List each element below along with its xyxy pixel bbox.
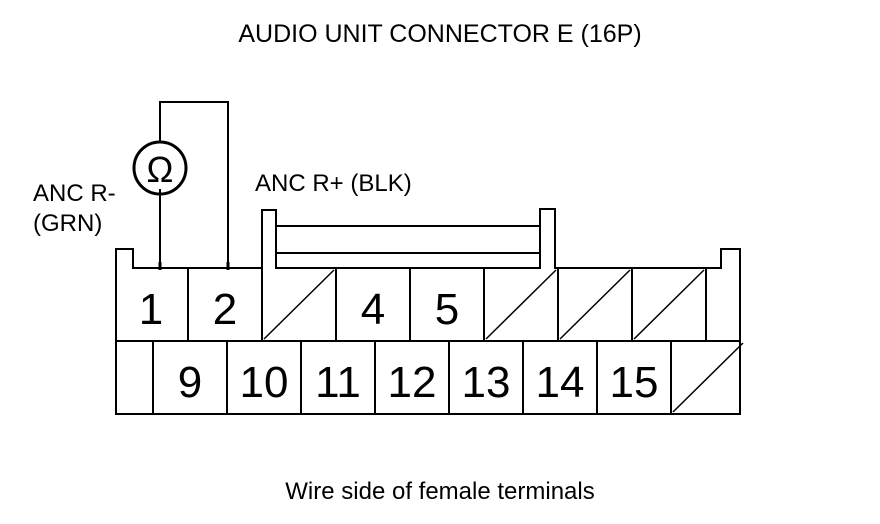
top-row-cell-3 bbox=[261, 268, 335, 341]
terminal-number: 12 bbox=[388, 358, 437, 407]
top-row-cell-5: 5 bbox=[409, 268, 459, 341]
terminal-number: 11 bbox=[315, 358, 361, 407]
terminal-number: 10 bbox=[240, 358, 289, 407]
unused-terminal-slash bbox=[485, 269, 557, 340]
terminal-number: 5 bbox=[435, 285, 459, 334]
diagram-caption: Wire side of female terminals bbox=[285, 478, 595, 505]
bottom-row-cell-3: 10 bbox=[226, 341, 289, 414]
connector-housing bbox=[115, 208, 741, 415]
terminal-number: 2 bbox=[213, 285, 237, 334]
ohmmeter-icon bbox=[132, 140, 188, 196]
anc-r-minus-label: ANC R- bbox=[33, 180, 116, 207]
top-row-cell-1: 1 bbox=[139, 285, 163, 334]
bottom-row-cell-5: 12 bbox=[374, 341, 437, 414]
anc-r-minus-color-label: (GRN) bbox=[33, 210, 103, 237]
ohmmeter-symbol: Ω bbox=[147, 149, 174, 190]
bottom-row-cell-8: 15 bbox=[596, 341, 659, 414]
bottom-row-cell-9 bbox=[670, 341, 744, 414]
terminal-number: 13 bbox=[462, 358, 511, 407]
bottom-row-cell-6: 13 bbox=[448, 341, 511, 414]
unused-terminal-slash bbox=[633, 269, 705, 340]
top-row-cell-8 bbox=[631, 268, 705, 341]
terminal-number: 14 bbox=[536, 358, 585, 407]
bottom-row-cell-4: 11 bbox=[300, 341, 361, 414]
terminal-number: 4 bbox=[361, 285, 385, 334]
top-row-cell-6 bbox=[483, 268, 557, 341]
terminal-number: 9 bbox=[178, 358, 202, 407]
unused-terminal-slash bbox=[263, 269, 335, 340]
meter-lead-wire bbox=[159, 101, 229, 269]
terminal-number: 1 bbox=[139, 285, 163, 334]
terminal-number: 15 bbox=[610, 358, 659, 407]
connector-lock-tab bbox=[275, 225, 541, 254]
diagram-title: AUDIO UNIT CONNECTOR E (16P) bbox=[238, 20, 642, 48]
bottom-row-cell-2: 9 bbox=[152, 341, 202, 414]
anc-r-plus-label: ANC R+ (BLK) bbox=[255, 170, 412, 197]
top-row-cell-2: 2 bbox=[187, 268, 237, 341]
bottom-row-cell-7: 14 bbox=[522, 341, 585, 414]
unused-terminal-slash bbox=[559, 269, 631, 340]
top-row-cell-7 bbox=[557, 268, 631, 341]
top-row-cell-4: 4 bbox=[335, 268, 385, 341]
unused-terminal-slash bbox=[672, 342, 744, 413]
